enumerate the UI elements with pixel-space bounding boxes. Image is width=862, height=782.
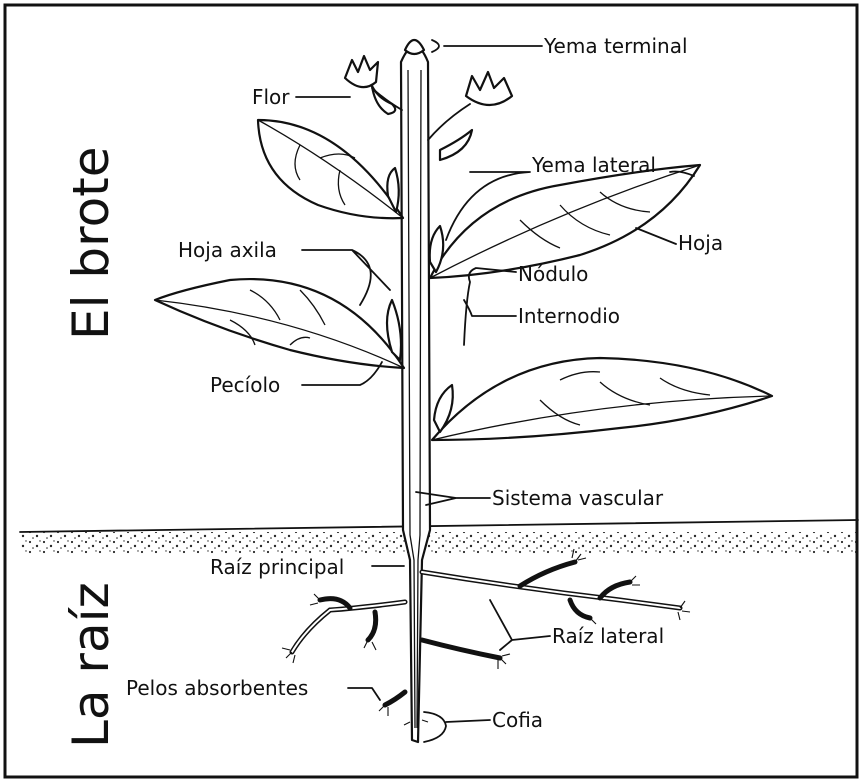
side-label-shoot: El brote: [62, 146, 120, 340]
label-raiz-lateral: Raíz lateral: [552, 624, 664, 648]
label-peciolo: Pecíolo: [210, 373, 280, 397]
label-hoja: Hoja: [678, 231, 723, 255]
callout-raiz-lateral: [490, 600, 550, 650]
label-hoja-axila: Hoja axila: [178, 238, 277, 262]
side-label-root: La raíz: [62, 582, 120, 748]
callout-pelos: [348, 688, 380, 700]
label-raiz-principal: Raíz principal: [210, 555, 344, 579]
flower-right: [428, 72, 512, 160]
callout-yema-terminal: [432, 40, 542, 52]
callout-internodio: [464, 300, 516, 316]
label-flor: Flor: [252, 85, 290, 109]
flower-left: [345, 56, 402, 114]
label-cofia: Cofia: [492, 708, 543, 732]
callout-cofia: [424, 712, 490, 742]
leaf-lower-right: [432, 358, 772, 440]
callout-nodulo: [464, 268, 516, 345]
label-yema-lateral: Yema lateral: [531, 153, 656, 177]
soil-band: [20, 520, 858, 554]
main-stem: [401, 40, 430, 742]
label-nodulo: Nódulo: [518, 262, 588, 286]
label-sistema-vascular: Sistema vascular: [492, 486, 664, 510]
label-pelos-absorbentes: Pelos absorbentes: [126, 676, 308, 700]
callout-hoja: [636, 228, 676, 244]
label-yema-terminal: Yema terminal: [543, 34, 688, 58]
leaf-upper-left: [258, 120, 403, 218]
label-internodio: Internodio: [518, 304, 620, 328]
